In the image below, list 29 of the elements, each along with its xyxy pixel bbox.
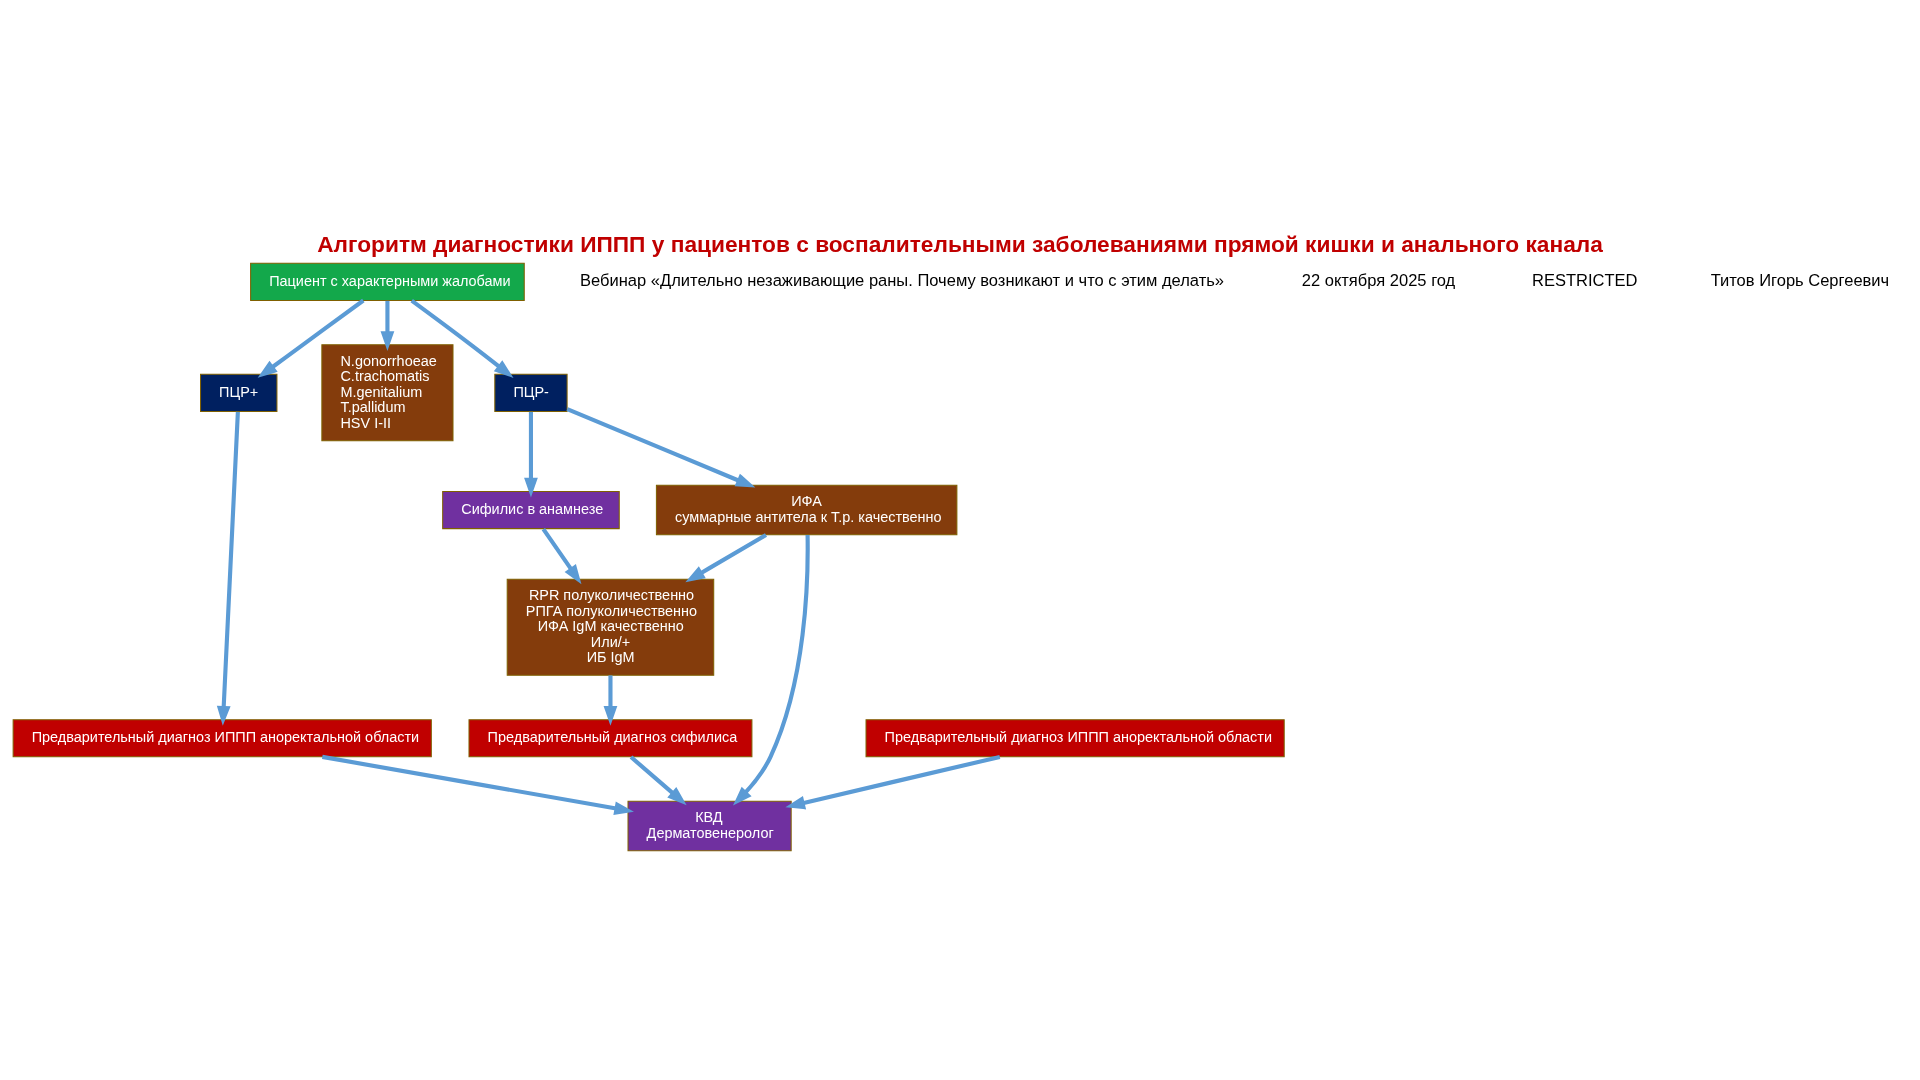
arrow xyxy=(523,411,538,497)
arrow xyxy=(603,674,617,726)
node-box: Предварительный диагноз сифилиса xyxy=(468,718,752,757)
arrow xyxy=(541,527,581,584)
node-box: Предварительный диагноз ИППП аноректальной области xyxy=(865,718,1285,757)
arrow xyxy=(257,298,365,378)
node-box: Предварительный диагноз ИППП аноректальной области xyxy=(12,718,432,757)
diagram-title: Алгоритм диагностики ИППП у пациентов с воспалительными заболеваниями прямой кишки и анального канала xyxy=(316,229,1603,256)
node-box: N.gonorrhoeae C.trachomatis M.genitalium T.pallidum HSV I-II xyxy=(320,343,453,441)
arrow xyxy=(784,754,1000,809)
label: RESTRICTED xyxy=(1531,270,1638,290)
arrow xyxy=(732,534,810,806)
node-box: ПЦР- xyxy=(493,373,568,412)
node-box: КВД Дерматовенеролог xyxy=(627,800,792,851)
arrow xyxy=(684,532,767,582)
node-box: ИФА суммарные антитела к T.p. качественно xyxy=(655,484,957,535)
arrow xyxy=(380,300,394,351)
arrow xyxy=(629,754,687,805)
label: Титов Игорь Сергеевич xyxy=(1710,270,1889,290)
arrow xyxy=(216,411,240,726)
arrow xyxy=(321,754,634,815)
node-box: ПЦР+ xyxy=(199,373,277,412)
node-box: Сифилис в анамнезе xyxy=(441,490,620,529)
node-box: Пациент с характерными жалобами xyxy=(249,262,525,301)
label: Вебинар «Длительно незаживающие раны. Почему возникают и что с этим делать» xyxy=(579,270,1224,290)
arrow xyxy=(410,298,513,378)
label: 22 октября 2025 год xyxy=(1301,270,1455,290)
arrow xyxy=(566,406,755,488)
node-box: RPR полуколичественно РПГА полуколичественно ИФА IgM качественно Или/+ ИБ IgM xyxy=(506,578,714,676)
